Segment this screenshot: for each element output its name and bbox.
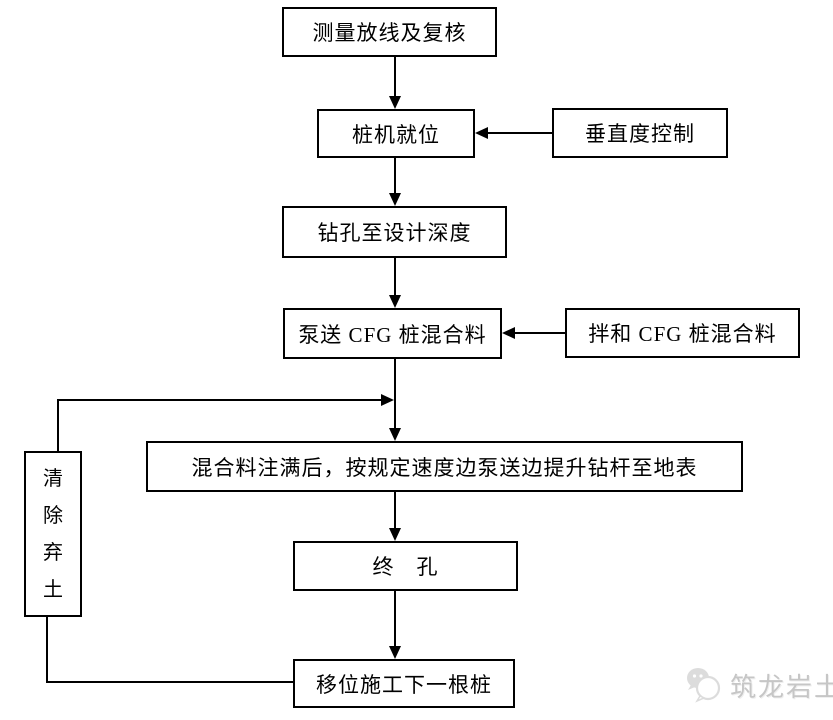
connector-lift-to-final-hole xyxy=(394,492,396,529)
connector-drill-to-pump xyxy=(394,258,396,296)
arrowhead-left-icon xyxy=(475,127,488,139)
connector-pump-to-lift xyxy=(394,359,396,429)
node-move-next-pile: 移位施工下一根桩 xyxy=(293,659,515,708)
node-final-hole: 终 孔 xyxy=(293,541,518,591)
connector-clear-spoil-to-main xyxy=(57,399,382,401)
arrowhead-down-icon xyxy=(389,528,401,541)
arrowhead-down-icon xyxy=(389,96,401,109)
connector-final-hole-to-move xyxy=(394,591,396,647)
watermark: 筑龙岩土 xyxy=(686,666,833,704)
connector-pile-rig-to-drill xyxy=(394,158,396,194)
node-lift-drill-rod: 混合料注满后，按规定速度边泵送边提升钻杆至地表 xyxy=(146,441,743,492)
arrowhead-right-icon xyxy=(381,394,394,406)
clear-spoil-char: 除 xyxy=(43,504,63,527)
watermark-text: 筑龙岩土 xyxy=(730,672,833,702)
node-pump-cfg-mixture: 泵送 CFG 桩混合料 xyxy=(283,308,502,359)
connector-clear-spoil-riser xyxy=(57,399,59,451)
connector-clear-spoil-to-move xyxy=(46,681,293,683)
clear-spoil-char: 土 xyxy=(43,578,63,601)
connector-clear-spoil-down xyxy=(46,617,48,683)
clear-spoil-char: 弃 xyxy=(43,541,63,564)
arrowhead-left-icon xyxy=(502,327,515,339)
node-clear-spoil: 清 除 弃 土 xyxy=(24,451,82,617)
arrowhead-down-icon xyxy=(389,646,401,659)
node-verticality-control: 垂直度控制 xyxy=(552,108,728,158)
node-pile-rig: 桩机就位 xyxy=(317,109,475,158)
arrowhead-down-icon xyxy=(389,295,401,308)
connector-mix-to-pump xyxy=(514,332,565,334)
connector-survey-to-pile-rig xyxy=(394,57,396,97)
arrowhead-down-icon xyxy=(389,193,401,206)
connector-verticality-to-pile-rig xyxy=(487,132,553,134)
node-mix-cfg-mixture: 拌和 CFG 桩混合料 xyxy=(565,308,800,358)
node-drill-to-depth: 钻孔至设计深度 xyxy=(282,206,507,258)
arrowhead-down-icon xyxy=(389,428,401,441)
clear-spoil-char: 清 xyxy=(43,467,63,490)
node-survey: 测量放线及复核 xyxy=(282,7,497,57)
chat-bubbles-icon xyxy=(687,668,721,703)
